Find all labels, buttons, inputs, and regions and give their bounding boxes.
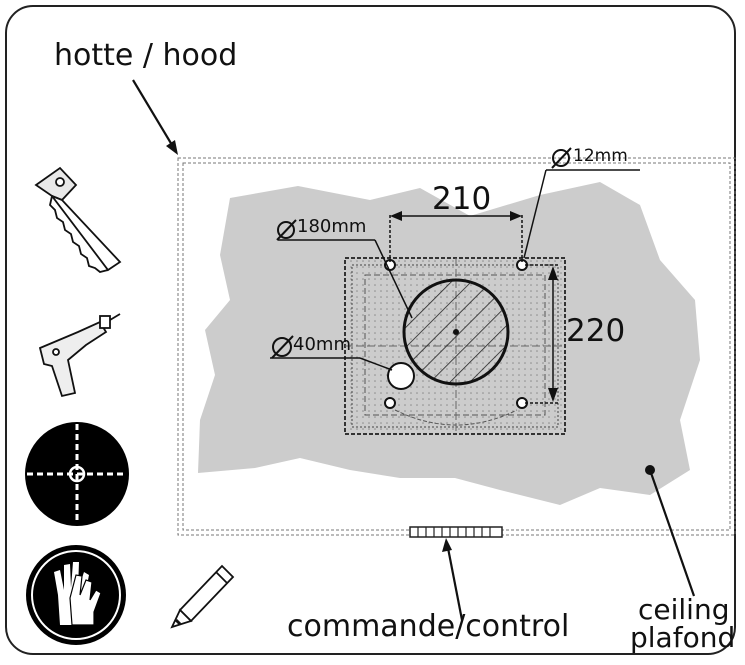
control-panel (409, 526, 503, 538)
width-dimension-label: 210 (432, 181, 492, 217)
leader-lines (270, 169, 640, 371)
ceiling-pointer (645, 465, 696, 597)
height-dimension-label: 220 (566, 313, 626, 349)
diameter-symbols (271, 147, 572, 359)
width-dimension (389, 211, 523, 262)
diagram-frame (5, 5, 736, 655)
hood-label: hotte / hood (54, 38, 238, 73)
duct-hole (402, 278, 510, 386)
duct-diameter-label: 180mm (297, 216, 367, 237)
screw-hole-diameter-label: 12mm (573, 146, 628, 166)
control-label: commande/control (287, 609, 570, 644)
gloves-icon (26, 545, 126, 645)
pencil-icon (170, 564, 235, 629)
ceiling-label: ceiling (638, 593, 730, 626)
plafond-label: plafond (630, 621, 736, 654)
cable-hole (387, 362, 415, 390)
saw-icon (34, 166, 122, 273)
height-dimension (525, 264, 560, 404)
small-hole-diameter-label: 40mm (293, 334, 351, 355)
screw-holes (384, 259, 528, 409)
hood-arrow (132, 79, 178, 155)
control-arrow (442, 538, 464, 621)
drill-icon (38, 313, 121, 398)
template-target-icon (25, 422, 129, 526)
